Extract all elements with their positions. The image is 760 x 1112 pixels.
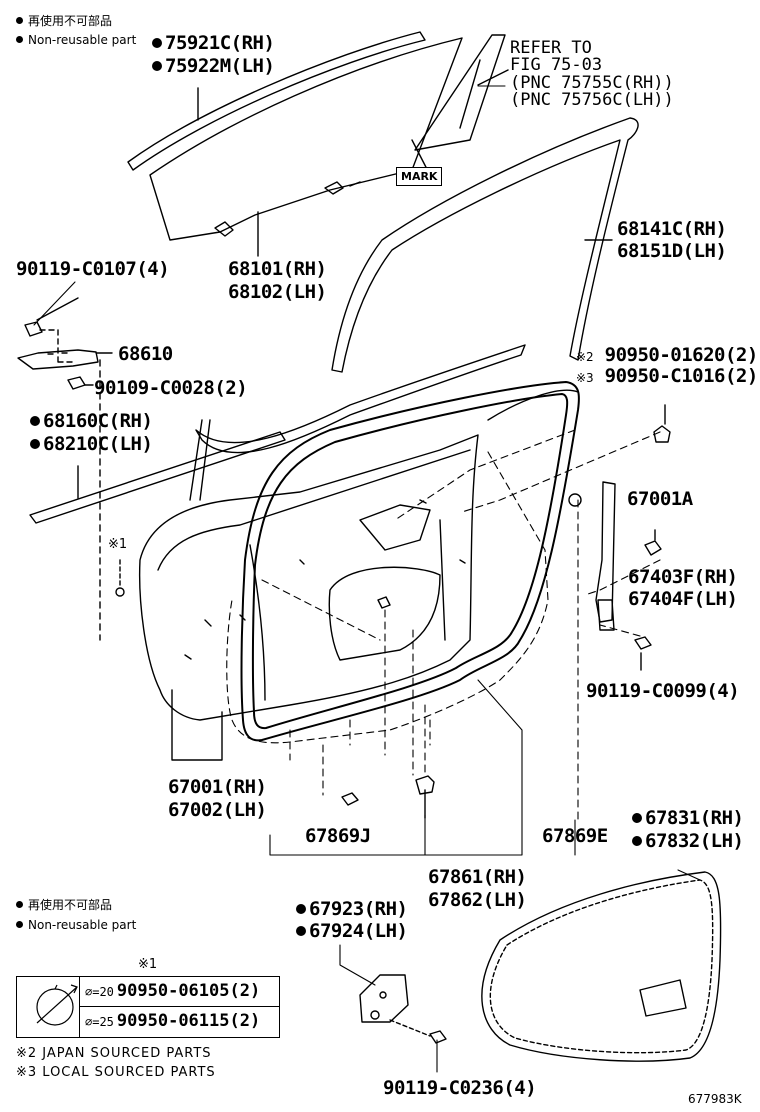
non-reusable-dot-icon — [152, 38, 162, 48]
label-90109-c0028[interactable]: 90109-C0028(2) — [94, 377, 248, 399]
table-divider-v — [79, 977, 80, 1037]
leader-lines — [33, 85, 701, 1073]
label-67924[interactable]: 67924(LH) — [296, 920, 408, 942]
label-90950-01620[interactable]: ※2 90950-01620(2) — [576, 344, 758, 366]
non-reusable-dot-icon — [16, 17, 23, 24]
label-68101[interactable]: 68101(RH) — [228, 258, 327, 280]
non-reusable-dot-icon — [16, 921, 23, 928]
glass-run — [331, 117, 639, 373]
label-refer-to: REFER TO — [510, 38, 592, 58]
non-reusable-dot-icon — [296, 904, 306, 914]
door-panel — [115, 344, 579, 761]
door-hinge — [17, 297, 113, 641]
label-68160c[interactable]: 68160C(RH) — [30, 410, 153, 432]
lower-bracket — [359, 974, 447, 1044]
note-japan: ※2 JAPAN SOURCED PARTS — [16, 1046, 212, 1061]
phantom-lines — [226, 429, 661, 821]
non-reusable-dot-icon — [152, 61, 162, 71]
non-reusable-dot-icon — [30, 416, 40, 426]
label-67832[interactable]: 67832(LH) — [632, 830, 744, 852]
door-glass — [149, 37, 463, 257]
label-67831[interactable]: 67831(RH) — [632, 807, 744, 829]
legend-bottom-jp: 再使用不可部品 — [16, 898, 112, 912]
legend-top-en: Non-reusable part — [16, 33, 136, 47]
label-mark1: ※1 — [108, 537, 128, 552]
label-68610[interactable]: 68610 — [118, 343, 173, 365]
legend-bottom-en: Non-reusable part — [16, 918, 136, 932]
outer-belt-moulding — [127, 31, 426, 171]
label-90950-c1016[interactable]: ※3 90950-C1016(2) — [576, 365, 758, 387]
door-weatherstrip — [240, 381, 580, 742]
label-pnc-lh[interactable]: (PNC 75756C(LH)) — [510, 90, 674, 110]
label-67869e[interactable]: 67869E — [542, 825, 608, 847]
label-67403f[interactable]: 67403F(RH) — [628, 566, 738, 588]
label-67001a[interactable]: 67001A — [627, 488, 693, 510]
non-reusable-dot-icon — [30, 439, 40, 449]
label-75922m[interactable]: 75922M(LH) — [152, 55, 275, 77]
label-90119-c0236[interactable]: 90119-C0236(4) — [383, 1077, 537, 1099]
table-title: ※1 — [138, 957, 158, 972]
label-pnc-rh[interactable]: (PNC 75755C(RH)) — [510, 73, 674, 93]
label-68141c[interactable]: 68141C(RH) — [617, 218, 727, 240]
label-67923[interactable]: 67923(RH) — [296, 898, 408, 920]
label-67404f[interactable]: 67404F(LH) — [628, 588, 738, 610]
division-bar-garnish — [414, 34, 509, 151]
label-90119-c0099[interactable]: 90119-C0099(4) — [586, 680, 740, 702]
label-67002[interactable]: 67002(LH) — [168, 799, 267, 821]
note-local: ※3 LOCAL SOURCED PARTS — [16, 1065, 216, 1080]
label-fig[interactable]: FIG 75-03 — [510, 55, 603, 75]
hole-plug-icon — [36, 984, 78, 1026]
non-reusable-dot-icon — [16, 36, 23, 43]
figure-id: 677983K — [688, 1092, 742, 1106]
legend-top-jp: 再使用不可部品 — [16, 14, 112, 28]
non-reusable-dot-icon — [296, 926, 306, 936]
non-reusable-dot-icon — [632, 813, 642, 823]
label-68102[interactable]: 68102(LH) — [228, 281, 327, 303]
door-trim-panel — [481, 871, 722, 1062]
label-75921c[interactable]: 75921C(RH) — [152, 32, 275, 54]
non-reusable-dot-icon — [632, 836, 642, 846]
table-divider-h — [79, 1006, 279, 1007]
mark-box: MARK — [396, 167, 443, 186]
non-reusable-dot-icon — [16, 901, 23, 908]
label-67862[interactable]: 67862(LH) — [428, 889, 527, 911]
label-68151d[interactable]: 68151D(LH) — [617, 240, 727, 262]
label-90119-c0107[interactable]: 90119-C0107(4) — [16, 258, 170, 280]
label-67001[interactable]: 67001(RH) — [168, 776, 267, 798]
hardware — [341, 404, 671, 819]
lower-sash-frame — [595, 481, 616, 631]
label-67869j[interactable]: 67869J — [305, 825, 371, 847]
label-67861[interactable]: 67861(RH) — [428, 866, 527, 888]
label-68210c[interactable]: 68210C(LH) — [30, 433, 153, 455]
